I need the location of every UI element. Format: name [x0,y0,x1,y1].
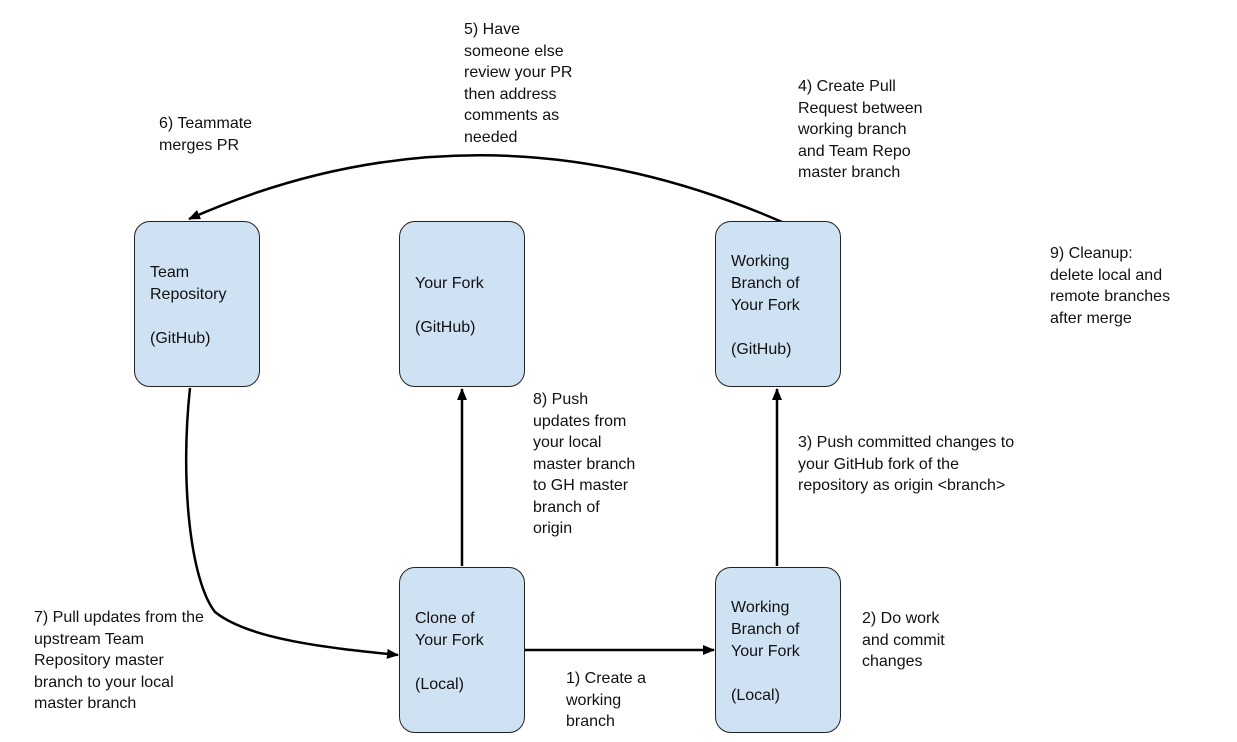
box-line [415,652,524,674]
box-line: Branch of [731,275,800,292]
label-line: Request between [798,99,923,117]
step-7-label: 7) Pull updates from the upstream Team R… [34,607,204,715]
label-line: 9) Cleanup: [1050,245,1133,262]
label-line: 5) Have [464,21,521,38]
step-3-label: 3) Push committed changes to your GitHub… [798,432,1014,497]
box-line: Working [731,253,790,270]
box-line: (Local) [731,687,780,704]
label-line: your GitHub fork of the [798,455,959,473]
label-line: after merge [1050,309,1132,327]
label-line: 3) Push committed changes to [798,434,1015,451]
label-line: repository as origin <branch> [798,477,1006,494]
label-line: your local [533,434,602,451]
box-line [731,317,840,339]
box-line: Team [150,264,190,281]
step-2-label: 2) Do work and commit changes [862,608,945,673]
label-line: working [566,691,622,709]
step-9-label: 9) Cleanup: delete local and remote bran… [1050,243,1170,329]
label-line: then address [464,85,557,103]
label-line: needed [464,128,518,146]
clone-local-box: Clone of Your Fork (Local) [399,567,525,733]
box-line [150,306,259,328]
label-line: to GH master [533,477,629,494]
label-line: comments as [464,107,560,124]
step-1-label: 1) Create a working branch [566,668,646,733]
box-line: (Local) [415,676,464,693]
box-line: (GitHub) [415,319,476,336]
box-line: Your Fork [415,632,484,649]
box-line: Repository [150,286,227,303]
label-line: 4) Create Pull [798,78,896,95]
label-line: and commit [862,631,945,649]
step-5-label: 5) Have someone else review your PR then… [464,19,572,148]
box-line [731,663,840,685]
box-line: Your Fork [731,643,800,660]
label-line: updates from [533,412,627,430]
arrow-pull-request [188,154,783,224]
working-branch-local-box: Working Branch of Your Fork (Local) [715,567,841,733]
box-line: Working [731,599,790,616]
label-line: master branch [34,695,137,712]
label-line: 1) Create a [566,670,647,687]
label-line: Repository master [34,652,164,669]
label-line: origin [533,520,573,537]
label-line: working branch [798,121,907,138]
label-line: and Team Repo [798,142,911,160]
label-line: upstream Team [34,630,144,648]
step-6-label: 6) Teammate merges PR [159,113,252,156]
label-line: 2) Do work [862,610,940,627]
box-line: (GitHub) [731,341,792,358]
label-line: 8) Push [533,391,589,408]
label-line: delete local and [1050,266,1163,284]
label-line: review your PR [464,64,573,81]
arrow-pull-upstream [184,387,399,659]
label-line: 6) Teammate [159,115,253,132]
team-repository-box: Team Repository (GitHub) [134,221,260,387]
label-line: branch [566,713,615,730]
label-line: master branch [798,164,901,181]
label-line: branch to your local [34,673,174,691]
box-line: Branch of [731,621,800,638]
working-branch-github-box: Working Branch of Your Fork (GitHub) [715,221,841,387]
label-line: master branch [533,455,636,473]
box-line: Your Fork [731,297,800,314]
box-line [415,295,524,317]
label-line: 7) Pull updates from the [34,609,204,626]
label-line: branch of [533,498,600,516]
box-line: Your Fork [415,275,484,292]
step-4-label: 4) Create Pull Request between working b… [798,76,923,184]
label-line: merges PR [159,136,240,154]
label-line: someone else [464,42,564,60]
label-line: changes [862,653,923,670]
your-fork-box: Your Fork (GitHub) [399,221,525,387]
box-line: (GitHub) [150,330,211,347]
box-line: Clone of [415,610,475,627]
step-8-label: 8) Push updates from your local master b… [533,389,635,540]
label-line: remote branches [1050,288,1171,305]
